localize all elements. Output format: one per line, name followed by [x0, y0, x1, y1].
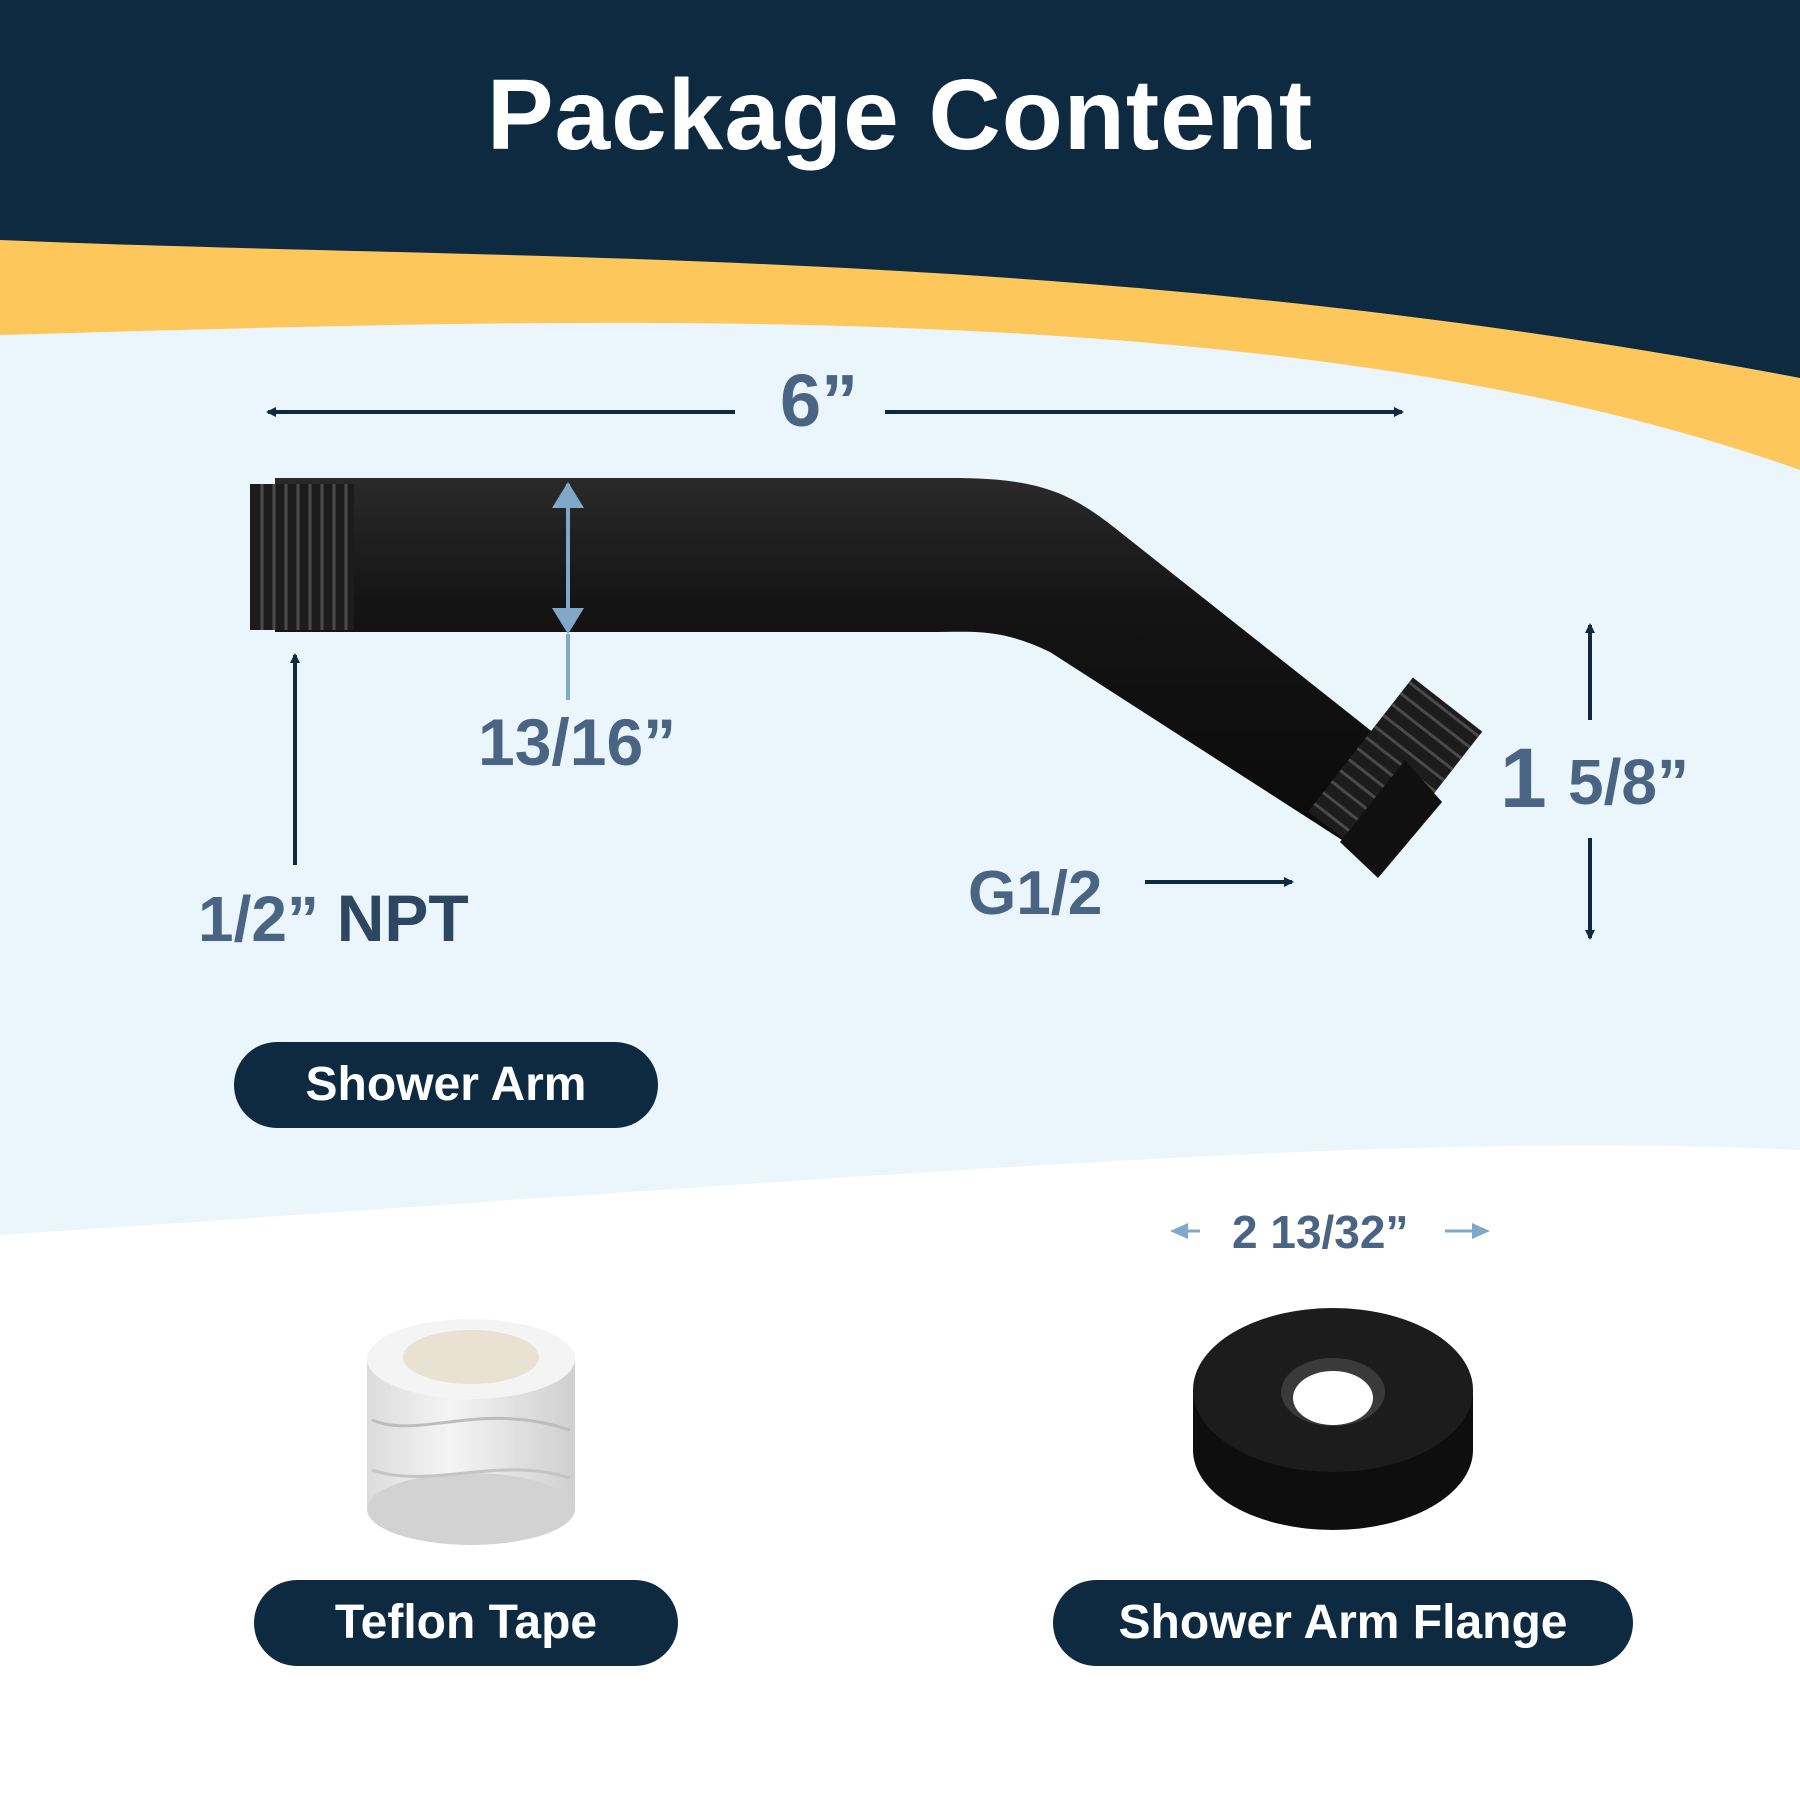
diameter-dimension-label: 13/16” — [478, 705, 677, 779]
outlet-thread-label: G1/2 — [968, 859, 1103, 928]
inlet-size: 1/2” — [198, 883, 319, 955]
shower-arm-image — [250, 478, 1483, 878]
inlet-thread-label: 1/2” NPT — [198, 880, 469, 956]
navy-header — [0, 0, 1800, 378]
teflon-tape-image — [367, 1319, 575, 1545]
shower-arm-flange-label: Shower Arm Flange — [1053, 1580, 1633, 1666]
flange-diameter-label: 2 13/32” — [1232, 1206, 1409, 1258]
teflon-tape-label: Teflon Tape — [254, 1580, 678, 1666]
drop-dimension-fraction: 5/8” — [1568, 746, 1689, 818]
drop-dimension-whole: 1 — [1500, 731, 1547, 825]
page-title: Package Content — [486, 59, 1314, 171]
length-dimension-label: 6” — [780, 359, 859, 442]
shower-arm-flange-image — [1193, 1308, 1473, 1530]
inlet-type: NPT — [336, 881, 469, 955]
gold-wave — [0, 238, 1800, 470]
shower-arm-label: Shower Arm — [234, 1042, 658, 1128]
